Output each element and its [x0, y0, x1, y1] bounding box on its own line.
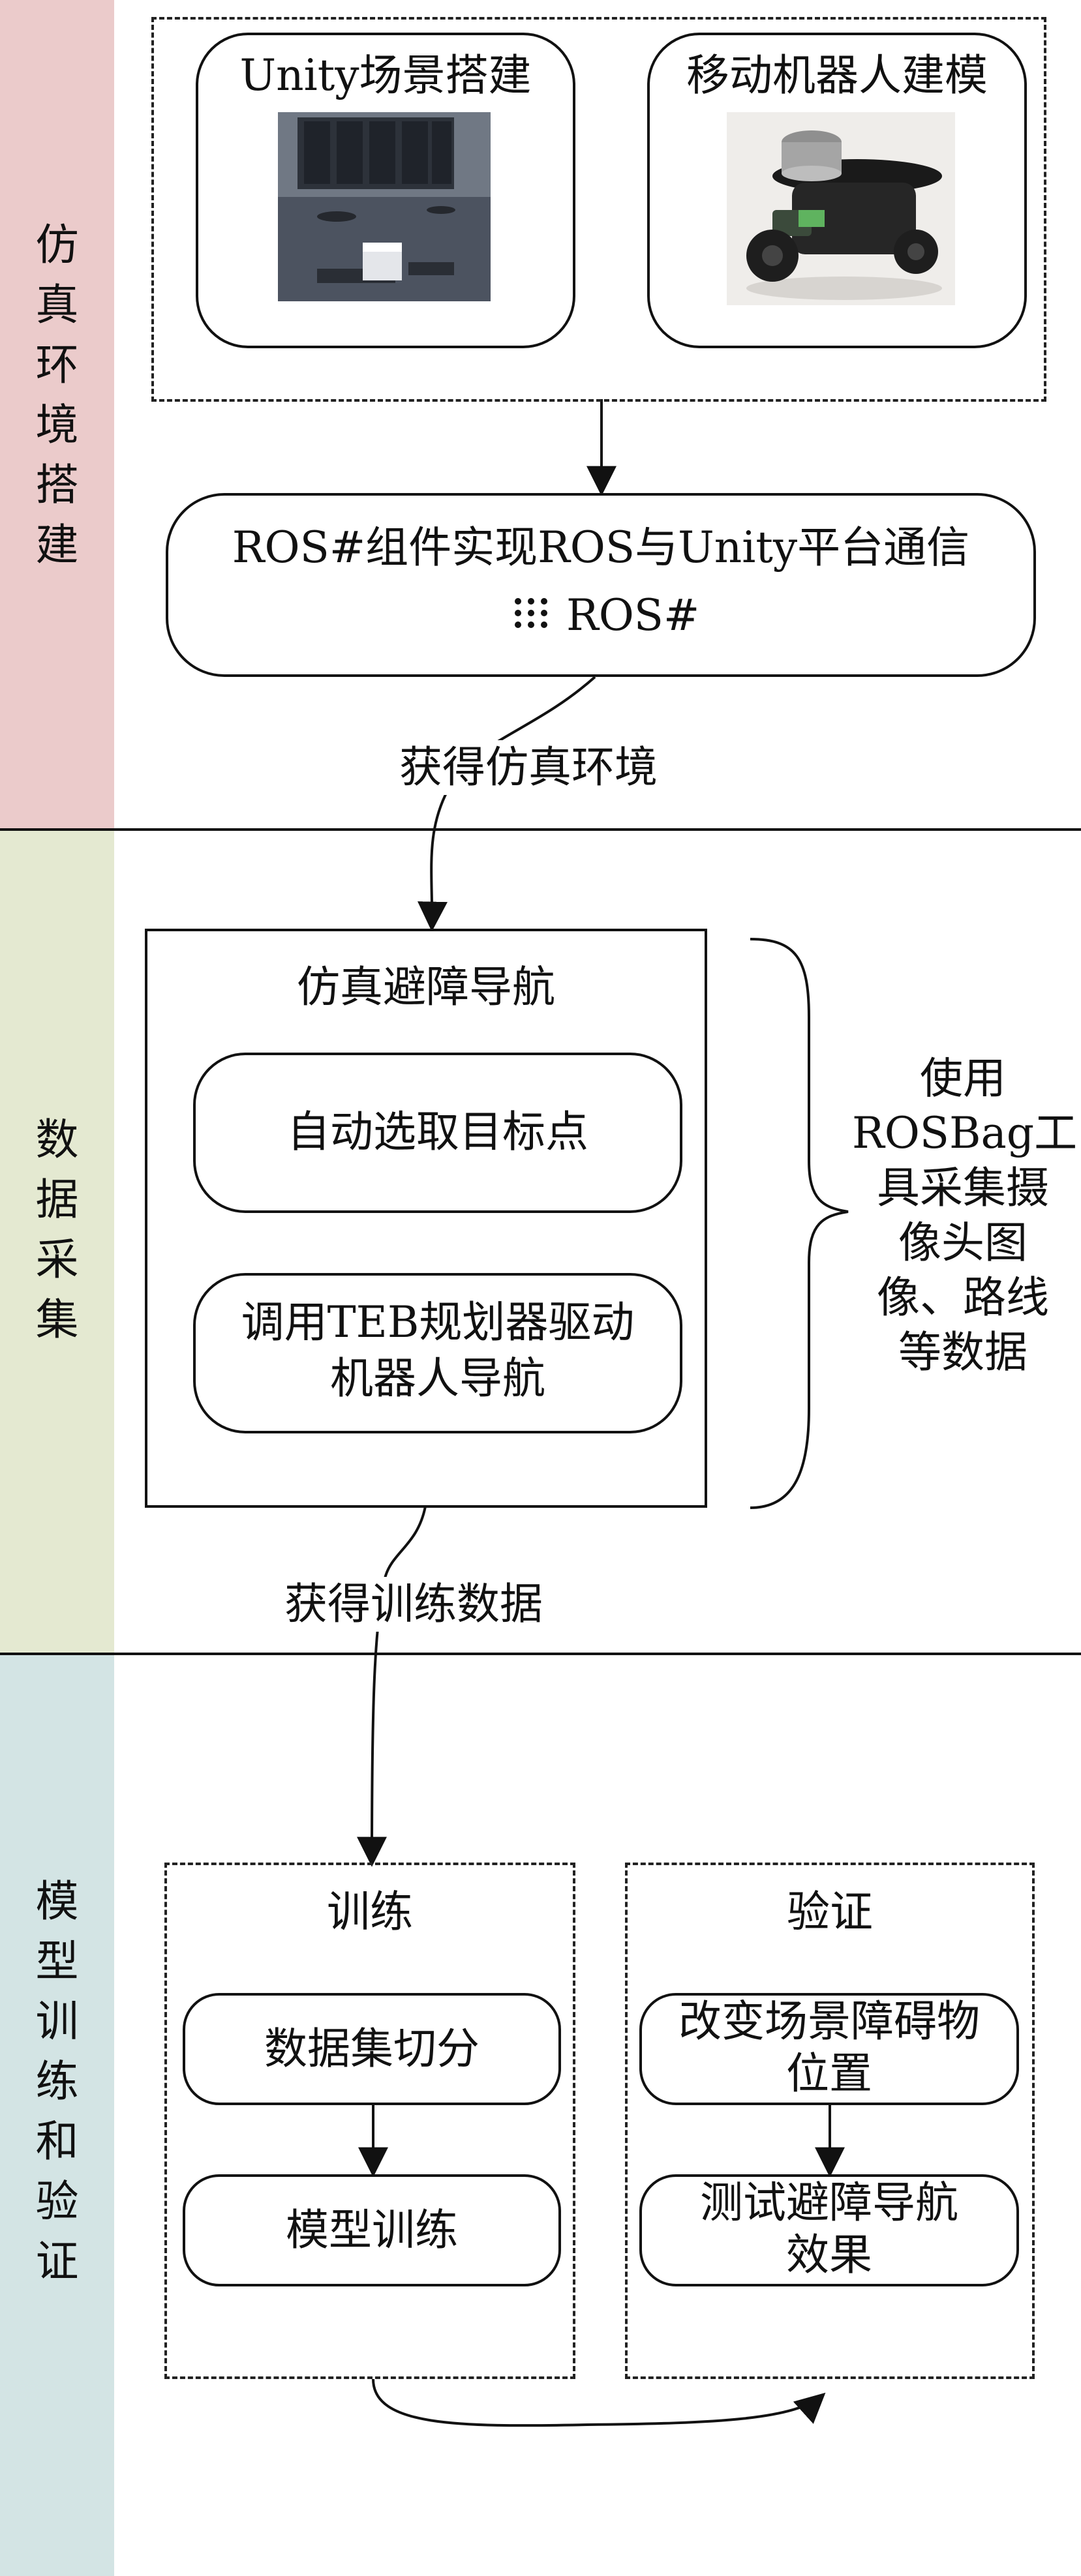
section-label-training: 模 型 训 练 和 验 证 [35, 1876, 79, 2286]
env-dashed-group [151, 17, 1046, 402]
train-step-model-text: 模型训练 [286, 2205, 458, 2255]
section-band-environment: 仿 真 环 境 搭 建 [0, 0, 114, 830]
ros-communication-box: ROS#组件实现ROS与Unity平台通信 ROS# [166, 493, 1036, 677]
ros-communication-text: ROS#组件实现ROS与Unity平台通信 [232, 522, 970, 573]
arrow-ros-to-collect [417, 676, 596, 932]
verify-dashed-group: 验证 [625, 1863, 1035, 2379]
verify-step-test-navigation-line2: 效果 [786, 2230, 872, 2280]
section-band-data-collection: 数 据 采 集 [0, 830, 114, 1654]
collect-step-teb-line2: 机器人导航 [330, 1353, 545, 1403]
ros-dots-icon [511, 588, 551, 647]
verify-step-change-obstacle-line1: 改变场景障碍物 [678, 1996, 980, 2046]
unity-scene-title: Unity场景搭建 [239, 50, 532, 100]
train-dashed-group: 训练 [164, 1863, 575, 2379]
arrow-collect-to-training [357, 1506, 427, 1867]
note-brace [750, 938, 849, 1509]
train-step-split-text: 数据集切分 [264, 2024, 480, 2074]
train-step-model: 模型训练 [183, 2174, 561, 2286]
verify-step-change-obstacle: 改变场景障碍物 位置 [639, 1993, 1019, 2105]
arrow-train-to-verify [372, 2378, 826, 2427]
verify-step-test-navigation: 测试避障导航 效果 [639, 2174, 1019, 2286]
verify-step-test-navigation-line1: 测试避障导航 [700, 2178, 958, 2228]
train-step-split: 数据集切分 [183, 1993, 561, 2105]
collect-step-select-target-text: 自动选取目标点 [287, 1107, 588, 1157]
collect-step-select-target: 自动选取目标点 [193, 1053, 682, 1213]
collect-title: 仿真避障导航 [297, 962, 555, 1012]
edge-label-collect: 获得训练数据 [257, 1577, 570, 1632]
robot-model-image [727, 112, 955, 305]
collect-step-teb: 调用TEB规划器驱动 机器人导航 [193, 1273, 682, 1433]
section-label-environment: 仿 真 环 境 搭 建 [35, 220, 79, 570]
train-title: 训练 [327, 1887, 413, 1937]
ros-logo-text: ROS# [566, 590, 700, 640]
edge-label-env: 获得仿真环境 [346, 740, 711, 795]
verify-step-change-obstacle-line2: 位置 [786, 2048, 872, 2099]
verify-title: 验证 [787, 1887, 873, 1937]
section-band-training: 模 型 训 练 和 验 证 [0, 1654, 114, 2576]
collect-step-teb-line1: 调用TEB规划器驱动 [241, 1297, 635, 1347]
unity-scene-image [278, 112, 491, 301]
collect-note: 使用 ROSBag工 具采集摄 像头图 像、路线 等数据 [852, 1053, 1078, 1377]
section-label-data-collection: 数 据 采 集 [35, 1115, 79, 1345]
robot-model-title: 移动机器人建模 [686, 50, 988, 100]
